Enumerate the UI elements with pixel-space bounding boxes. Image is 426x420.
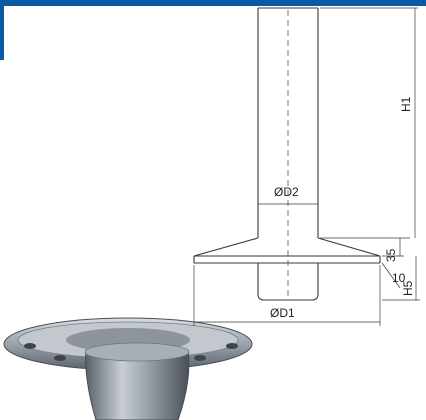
dimension-h5-label: H5 [401,280,415,296]
top-accent-bar [0,0,426,6]
part-photo [3,317,253,420]
part-outline [193,7,381,301]
dimension-d1-label: ØD1 [270,306,295,320]
dimension-lines [193,7,420,326]
flange-bolt-holes [24,343,238,361]
tube-body [84,342,190,420]
dimension-d2-label: ØD2 [274,185,299,199]
dimension-10-label: 10 [392,271,406,285]
dimension-35-label: 35 [384,248,398,262]
left-edge-marker [0,6,4,60]
dimension-h1-label: H1 [399,96,413,112]
